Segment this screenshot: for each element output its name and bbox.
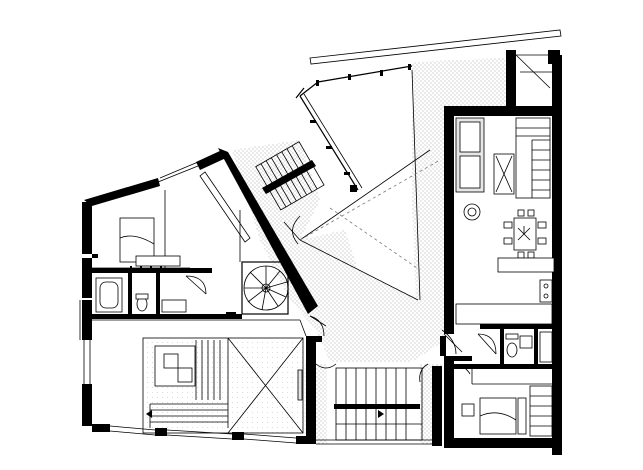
left-bedroom <box>92 171 251 270</box>
kitchen-island <box>497 257 555 273</box>
stair-lower <box>334 367 423 441</box>
windows <box>79 106 455 445</box>
kitchen-counter <box>455 303 553 325</box>
stair-upper-wall <box>262 160 316 194</box>
dining-table <box>513 217 537 251</box>
balcony-railing <box>309 29 562 89</box>
bed-right <box>479 397 517 435</box>
exterior-walls <box>82 50 562 455</box>
right-bathroom <box>454 329 553 369</box>
curtain-wall <box>295 64 441 301</box>
sink-right <box>519 335 533 349</box>
bed <box>119 217 155 263</box>
plant-icon <box>517 226 531 241</box>
stair-right <box>515 117 551 199</box>
toilet-right <box>506 342 518 358</box>
right-bedroom <box>461 369 553 437</box>
nightstand <box>461 403 475 417</box>
spiral-stair <box>241 261 289 315</box>
chair-round <box>463 203 481 221</box>
right-living <box>455 117 555 329</box>
wall-stubs <box>92 254 472 361</box>
sink <box>161 299 187 313</box>
left-bathroom <box>92 268 214 319</box>
